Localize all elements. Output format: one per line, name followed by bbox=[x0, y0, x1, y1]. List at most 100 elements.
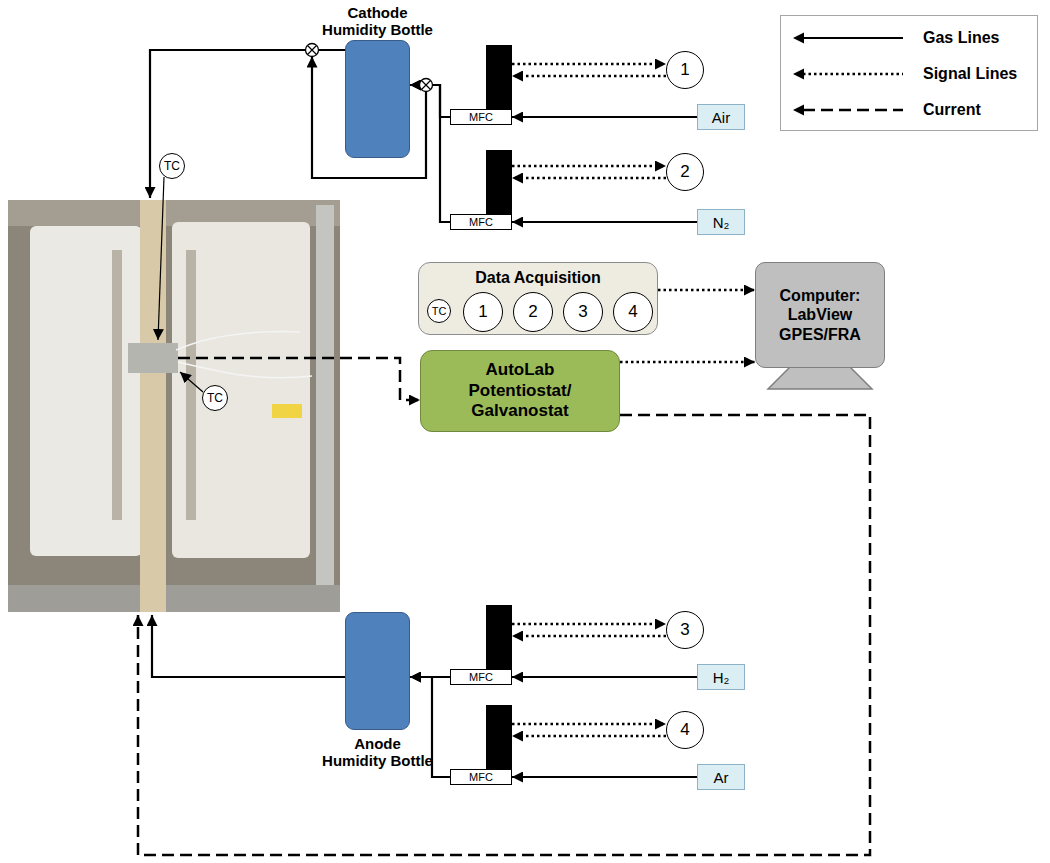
signal-channel: 4 bbox=[613, 292, 653, 332]
heater-slot bbox=[112, 250, 122, 520]
legend-arrowhead bbox=[793, 33, 804, 44]
frame-base bbox=[8, 585, 340, 612]
legend-line bbox=[803, 37, 903, 39]
bottle-label: Cathode Humidity Bottle bbox=[318, 4, 438, 38]
signal-line bbox=[512, 735, 666, 738]
box-label: Computer: LabView GPES/FRA bbox=[768, 286, 872, 344]
leader-line bbox=[180, 372, 203, 392]
mfc-block bbox=[486, 150, 512, 214]
mfc-label: MFC bbox=[450, 769, 512, 785]
photo-sticker bbox=[272, 404, 302, 418]
signal-channel: 1 bbox=[463, 292, 503, 332]
mass-flow-controller: MFC bbox=[450, 150, 512, 230]
humidity-bottle: Anode Humidity Bottle bbox=[345, 612, 410, 730]
legend-text: Gas Lines bbox=[923, 29, 999, 47]
valve-symbol bbox=[420, 79, 433, 92]
thermocouple: TC bbox=[427, 299, 451, 323]
gas-supply: Ar bbox=[697, 764, 745, 790]
box-label: AutoLab Potentiostat/ Galvanostat bbox=[433, 360, 607, 421]
box-title: Data Acquisition bbox=[419, 268, 657, 287]
legend-row: Signal Lines bbox=[781, 56, 1037, 92]
gas-line bbox=[150, 50, 345, 198]
mass-flow-controller: MFC bbox=[450, 705, 512, 785]
cell-holder bbox=[128, 343, 178, 373]
legend-line bbox=[803, 73, 903, 76]
circle-label: 3 bbox=[578, 302, 587, 322]
valve-symbol bbox=[306, 44, 319, 57]
photo-ground bbox=[8, 200, 340, 612]
data-acquisition-box: Data AcquisitionTC 1 2 3 4 bbox=[418, 262, 658, 335]
signal-line bbox=[512, 75, 666, 78]
gas-line bbox=[152, 615, 345, 677]
legend-text: Signal Lines bbox=[923, 65, 1017, 83]
leader-line bbox=[158, 177, 164, 340]
signal-line bbox=[620, 361, 755, 364]
mfc-label: MFC bbox=[450, 214, 512, 230]
circle-label: 2 bbox=[528, 302, 537, 322]
monitor-stand bbox=[768, 367, 872, 389]
legend-row: Gas Lines bbox=[781, 20, 1037, 56]
mfc-block bbox=[486, 605, 512, 669]
legend-sample bbox=[791, 64, 911, 84]
gas-supply: Air bbox=[697, 104, 745, 130]
mass-flow-controller: MFC bbox=[450, 45, 512, 125]
circle-label: 1 bbox=[478, 302, 487, 322]
gas-line bbox=[512, 676, 697, 678]
cell-tube bbox=[140, 372, 166, 612]
signal-line bbox=[512, 623, 666, 626]
test-station-photo bbox=[8, 200, 340, 612]
legend-row: Current bbox=[781, 92, 1037, 128]
gas-supply: H₂ bbox=[697, 664, 745, 690]
circle-label: 4 bbox=[680, 720, 689, 740]
gas-line bbox=[512, 116, 697, 118]
circle-label: TC bbox=[207, 391, 223, 405]
gas-line bbox=[512, 221, 697, 223]
current-line bbox=[138, 415, 870, 855]
mfc-block bbox=[486, 705, 512, 769]
gas-label: N₂ bbox=[713, 214, 730, 231]
gas-label: H₂ bbox=[713, 669, 730, 686]
signal-line bbox=[512, 635, 666, 638]
circle-label: TC bbox=[164, 159, 180, 173]
circle-label: 3 bbox=[680, 620, 689, 640]
legend-text: Current bbox=[923, 101, 981, 119]
gas-line bbox=[410, 85, 450, 222]
wire bbox=[176, 332, 300, 350]
insulation-block bbox=[172, 222, 310, 558]
mfc-block bbox=[486, 45, 512, 109]
gas-line bbox=[512, 776, 697, 778]
signal-channel: 1 bbox=[666, 51, 704, 89]
humidity-bottle: Cathode Humidity Bottle bbox=[345, 40, 410, 158]
legend-arrowhead bbox=[793, 69, 804, 80]
legend-box: Gas LinesSignal LinesCurrent bbox=[780, 15, 1038, 131]
frame-bar bbox=[316, 205, 334, 605]
gas-label: Air bbox=[712, 109, 730, 126]
bottle-label: Anode Humidity Bottle bbox=[321, 735, 434, 769]
signal-line bbox=[512, 723, 666, 726]
signal-channel: 3 bbox=[666, 611, 704, 649]
gas-label: Ar bbox=[714, 769, 729, 786]
circle-label: 2 bbox=[680, 162, 689, 182]
signal-line bbox=[512, 165, 666, 168]
potentiostat-box: AutoLab Potentiostat/ Galvanostat bbox=[420, 350, 620, 432]
thermocouple: TC bbox=[159, 153, 185, 179]
insulation-block bbox=[30, 226, 142, 556]
signal-channel: 3 bbox=[563, 292, 603, 332]
circle-label: 4 bbox=[628, 302, 637, 322]
circle-label: 1 bbox=[680, 60, 689, 80]
mfc-label: MFC bbox=[450, 109, 512, 125]
mfc-label: MFC bbox=[450, 669, 512, 685]
legend-sample bbox=[791, 28, 911, 48]
legend-arrowhead bbox=[793, 105, 804, 116]
thermocouple: TC bbox=[202, 385, 228, 411]
wire bbox=[178, 362, 312, 378]
signal-channel: 4 bbox=[666, 711, 704, 749]
signal-channel: 2 bbox=[513, 292, 553, 332]
legend-sample bbox=[791, 100, 911, 120]
signal-line bbox=[512, 63, 666, 66]
signal-channel: 2 bbox=[666, 153, 704, 191]
signal-line bbox=[658, 289, 755, 292]
mass-flow-controller: MFC bbox=[450, 605, 512, 685]
circle-label: TC bbox=[432, 305, 447, 317]
legend-line bbox=[803, 109, 903, 112]
